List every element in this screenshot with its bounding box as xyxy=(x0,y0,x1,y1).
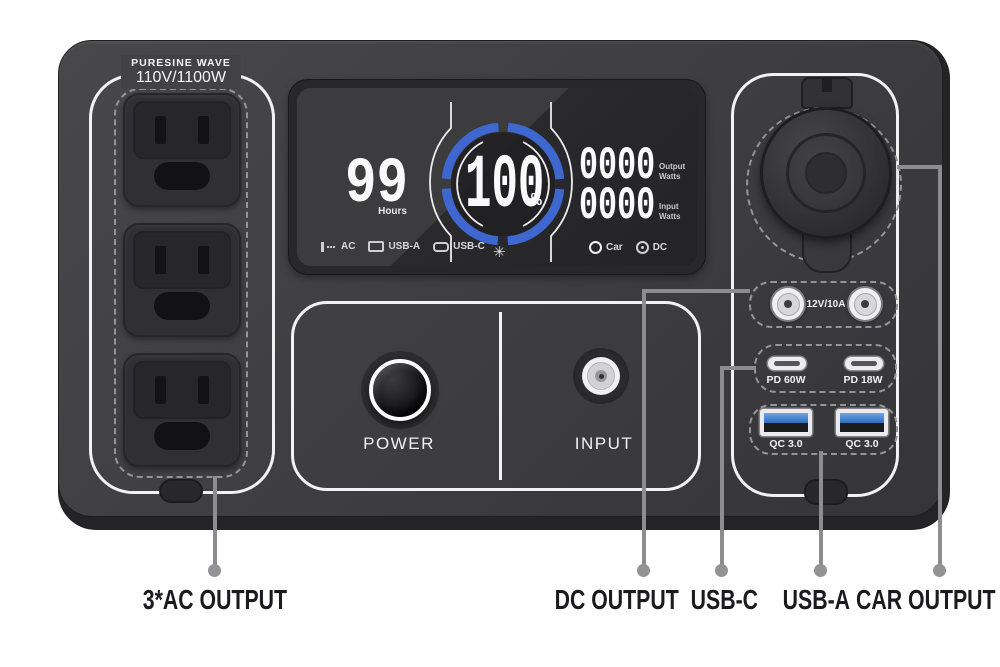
outlet-slot-plate xyxy=(133,101,231,159)
input-watts-label: Input Watts xyxy=(659,202,681,221)
status-dc: DC xyxy=(635,241,667,254)
input-port xyxy=(573,348,629,404)
usb-c-callout-dot xyxy=(715,564,728,577)
usb-a-callout-line xyxy=(819,451,823,568)
status-usb-a: USB-A xyxy=(368,241,420,252)
lcd-status-right: Car DC xyxy=(589,241,680,254)
dc-dashed-zone: 12V/10A xyxy=(749,281,898,328)
status-car: Car xyxy=(589,241,623,254)
usb-c-icon xyxy=(433,241,450,252)
status-usb-c: USB-C xyxy=(433,241,485,252)
panel-divider xyxy=(499,312,502,480)
car-socket-cover xyxy=(760,107,892,239)
usb-a-label-2: QC 3.0 xyxy=(845,438,879,450)
power-button xyxy=(369,359,431,421)
input-watts-value: 0000 xyxy=(579,180,656,232)
car-output-label: CAR OUTPUT xyxy=(856,584,996,615)
voltage-wattage-text: 110V/1100W xyxy=(135,69,227,86)
dc-output-label: DC OUTPUT xyxy=(554,584,680,615)
percent-sign: % xyxy=(531,191,542,211)
input-label: INPUT xyxy=(574,434,634,453)
usb-a-port-1 xyxy=(760,409,812,436)
ac-outlet-2 xyxy=(123,223,241,337)
ac-outlet-3 xyxy=(123,353,241,467)
lcd-bezel: 99 Hours 100 % 0000 Output Watts 0000 In… xyxy=(288,79,706,275)
usb-c-label-1: PD 60W xyxy=(766,374,806,386)
car-callout-line-v xyxy=(938,165,942,568)
hours-label: Hours xyxy=(378,206,407,217)
ac-plug-icon xyxy=(321,241,337,252)
usb-a-port-2 xyxy=(836,409,888,436)
input-port-ring xyxy=(582,357,620,395)
usb-c-label-2: PD 18W xyxy=(843,374,883,386)
ac-dashed-zone xyxy=(114,88,248,478)
battery-percent-value: 100 xyxy=(465,143,545,229)
usb-c-port-1 xyxy=(768,357,806,370)
usb-a-output-label: USB-A xyxy=(782,584,850,615)
outlet-slot-plate xyxy=(133,231,231,289)
outlet-ground-hole xyxy=(154,292,210,320)
power-input-panel: POWER INPUT xyxy=(291,301,701,491)
left-foot-button xyxy=(159,479,203,503)
outlet-slot-right xyxy=(198,246,209,274)
usb-a-icon xyxy=(368,241,385,252)
outlet-ground-hole xyxy=(154,422,210,450)
status-ac: AC xyxy=(321,241,355,252)
outlet-slot-left xyxy=(155,246,166,274)
front-panel: PURESINE WAVE 110V/1100W xyxy=(58,40,943,517)
remaining-hours-value: 99 xyxy=(345,149,408,221)
ac-outlet-1 xyxy=(123,93,241,207)
usb-a-label-1: QC 3.0 xyxy=(769,438,803,450)
usb-a-callout-dot xyxy=(814,564,827,577)
usb-c-callout-line-v xyxy=(720,366,724,568)
usb-c-port-2 xyxy=(845,357,883,370)
ac-callout-line xyxy=(213,476,217,568)
ac-callout-dot xyxy=(208,564,221,577)
dc-barrel-port-2 xyxy=(849,288,881,320)
lcd-screen: 99 Hours 100 % 0000 Output Watts 0000 In… xyxy=(297,88,697,266)
rating-label: PURESINE WAVE 110V/1100W xyxy=(121,55,241,89)
car-callout-dot xyxy=(933,564,946,577)
outlet-slot-left xyxy=(155,376,166,404)
dc-callout-dot xyxy=(637,564,650,577)
power-label: POWER xyxy=(363,434,435,453)
car-socket-hinge xyxy=(801,77,853,109)
outlet-ground-hole xyxy=(154,162,210,190)
dc-barrel-port-1 xyxy=(772,288,804,320)
outlet-slot-right xyxy=(198,116,209,144)
ac-output-label: 3*AC OUTPUT xyxy=(142,584,288,615)
right-foot-button xyxy=(804,479,848,505)
fan-icon: ✳ xyxy=(493,244,506,261)
power-station-body: PURESINE WAVE 110V/1100W xyxy=(58,40,950,530)
car-callout-line-h xyxy=(897,165,942,169)
puresine-wave-text: PURESINE WAVE xyxy=(131,57,231,69)
outlet-slot-plate xyxy=(133,361,231,419)
lcd-status-left: AC USB-A USB-C xyxy=(321,241,498,252)
usb-c-dashed-zone: PD 60W PD 18W xyxy=(754,344,897,393)
dc-icon xyxy=(635,241,649,254)
usb-c-callout-line-h xyxy=(720,366,756,370)
dc-callout-line-h xyxy=(642,289,750,293)
outlet-slot-left xyxy=(155,116,166,144)
lcd-gauge-graphics xyxy=(429,102,573,262)
outlet-slot-right xyxy=(198,376,209,404)
dc-callout-line-v xyxy=(642,289,646,568)
output-watts-label: Output Watts xyxy=(659,162,686,181)
usb-c-output-label: USB-C xyxy=(690,584,758,615)
usb-a-dashed-zone: QC 3.0 QC 3.0 xyxy=(749,404,898,455)
car-icon xyxy=(589,241,602,254)
dc-rating-label: 12V/10A xyxy=(806,299,846,310)
output-watts-value: 0000 xyxy=(579,140,656,192)
